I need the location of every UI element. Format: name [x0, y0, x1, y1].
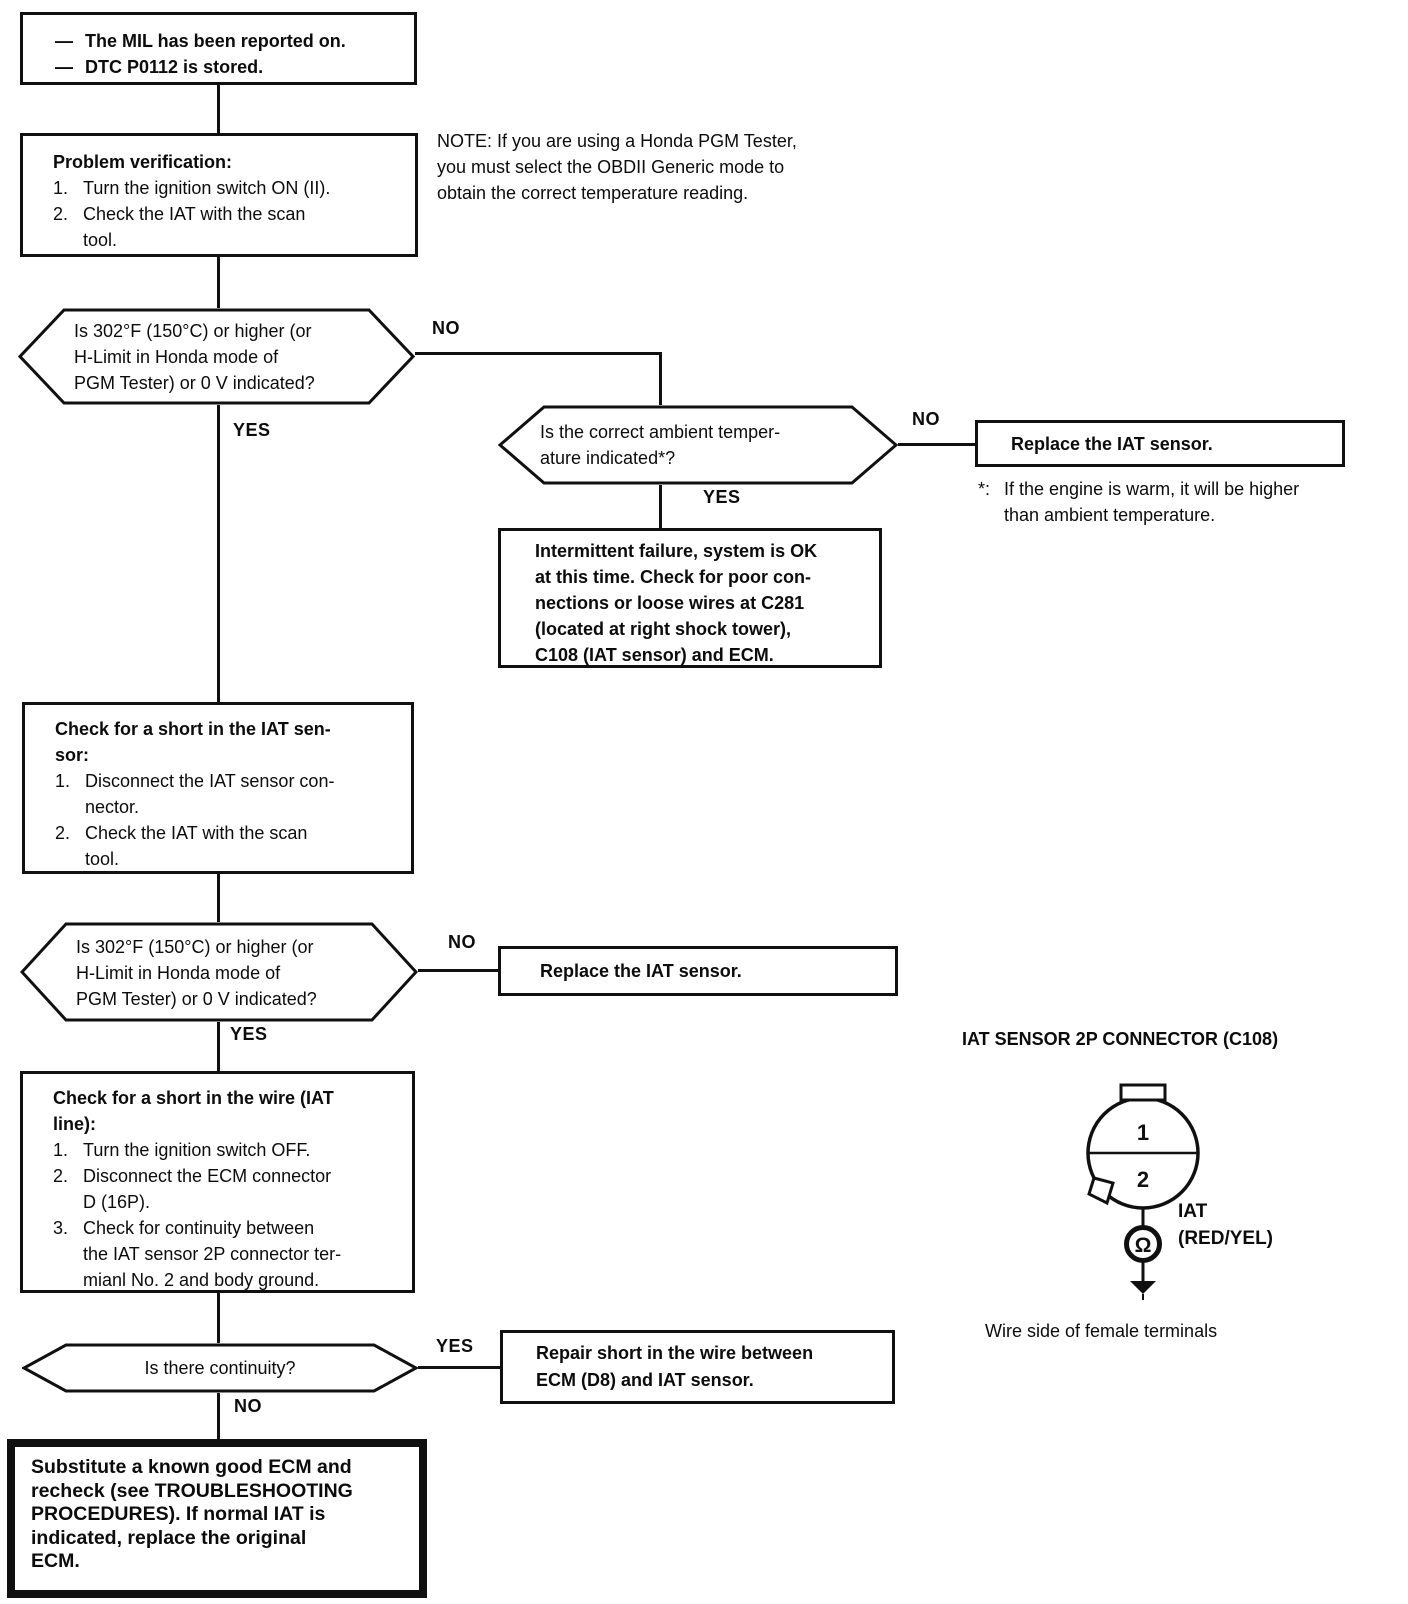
hexagon-outline [18, 308, 415, 405]
edge-continuity-yes [418, 1366, 500, 1369]
yes-label-continuity: YES [436, 1336, 474, 1356]
decision-continuity: Is there continuity? [22, 1343, 418, 1393]
step-item: 2. Check the IAT with the scan tool. [53, 204, 306, 250]
check-short-wire-box: Check for a short in the wire (IAT line)… [20, 1071, 415, 1293]
edge-decision1-no-vertical [659, 352, 662, 405]
pgm-tester-note: NOTE: If you are using a Honda PGM Teste… [437, 131, 797, 203]
edge-problem-to-decision1 [217, 257, 220, 308]
replace-iat-sensor-box-2: Replace the IAT sensor. [498, 946, 898, 996]
edge-box3-to-decision3 [217, 874, 220, 922]
hexagon-outline [22, 1343, 418, 1393]
connector-heading: IAT SENSOR 2P CONNECTOR (C108) [962, 1029, 1279, 1049]
ground-symbol [1130, 1281, 1156, 1294]
yes-label-decision3: YES [230, 1024, 268, 1044]
no-label-ambient: NO [912, 409, 940, 429]
box-title: Problem verification: [53, 152, 233, 172]
step-item: 1. Turn the ignition switch ON (II). [53, 178, 331, 198]
wire-side-caption: Wire side of female terminals [985, 1321, 1218, 1341]
hexagon-outline [498, 405, 898, 485]
footnote-marker: *: [978, 479, 991, 499]
edge-ambient-yes [659, 485, 662, 528]
dash-marker: — [55, 31, 73, 51]
no-label-continuity: NO [234, 1396, 262, 1416]
edge-decision3-no [418, 969, 498, 972]
step-item: 3. Check for continuity between the IAT … [53, 1218, 342, 1290]
edge-decision1-yes [217, 405, 220, 702]
yes-label-ambient: YES [703, 487, 741, 507]
connector-tab [1119, 1083, 1167, 1102]
terminal-1-label: 1 [1137, 1120, 1149, 1145]
decision-temp-high-1: Is 302°F (150°C) or higher (or H-Limit i… [18, 308, 415, 405]
connector-keying-notch [1087, 1176, 1115, 1206]
start-line-2: — DTC P0112 is stored. [55, 54, 406, 80]
yes-label-decision1: YES [233, 420, 271, 440]
edge-decision3-yes [217, 1022, 220, 1071]
step-item: 1. Disconnect the IAT sensor con- nector… [55, 771, 335, 817]
iat-wire-label: IAT (RED/YEL) [1178, 1198, 1273, 1252]
terminal-2-label: 2 [1137, 1167, 1149, 1192]
start-condition-box: — The MIL has been reported on. — DTC P0… [20, 12, 417, 85]
step-item: 2. Disconnect the ECM connector D (16P). [53, 1166, 332, 1212]
decision-temp-high-2: Is 302°F (150°C) or higher (or H-Limit i… [20, 922, 418, 1022]
asterisk-footnote: *: If the engine is warm, it will be hig… [978, 476, 1378, 528]
iat-connector-diagram: 1 2 Ω [1086, 1083, 1200, 1300]
no-label-decision1: NO [432, 318, 460, 338]
sensor-name: IAT [1178, 1201, 1208, 1222]
start-line-1: — The MIL has been reported on. [55, 28, 406, 54]
replace-iat-sensor-box-1: Replace the IAT sensor. [975, 420, 1345, 467]
hexagon-outline [20, 922, 418, 1022]
box-title: Check for a short in the wire (IAT line)… [53, 1088, 334, 1134]
substitute-ecm-box: Substitute a known good ECM and recheck … [7, 1439, 427, 1598]
repair-short-box: Repair short in the wire between ECM (D8… [500, 1330, 895, 1404]
dash-marker: — [55, 57, 73, 77]
intermittent-failure-box: Intermittent failure, system is OK at th… [498, 528, 882, 668]
decision-ambient-temp: Is the correct ambient temper- ature ind… [498, 405, 898, 485]
ohm-glyph: Ω [1135, 1234, 1152, 1257]
edge-start-to-problem [217, 85, 220, 133]
edge-ambient-no [898, 443, 975, 446]
problem-verification-box: Problem verification: 1. Turn the igniti… [20, 133, 418, 257]
box-title: Check for a short in the IAT sen- sor: [55, 719, 331, 765]
edge-continuity-no [217, 1393, 220, 1439]
edge-decision1-no-horizontal [415, 352, 662, 355]
step-item: 2. Check the IAT with the scan tool. [55, 823, 308, 869]
step-item: 1. Turn the ignition switch OFF. [53, 1140, 311, 1160]
no-label-decision3: NO [448, 932, 476, 952]
wire-color: (RED/YEL) [1178, 1228, 1273, 1249]
edge-box4-to-continuity [217, 1293, 220, 1343]
check-short-sensor-box: Check for a short in the IAT sen- sor: 1… [22, 702, 414, 874]
